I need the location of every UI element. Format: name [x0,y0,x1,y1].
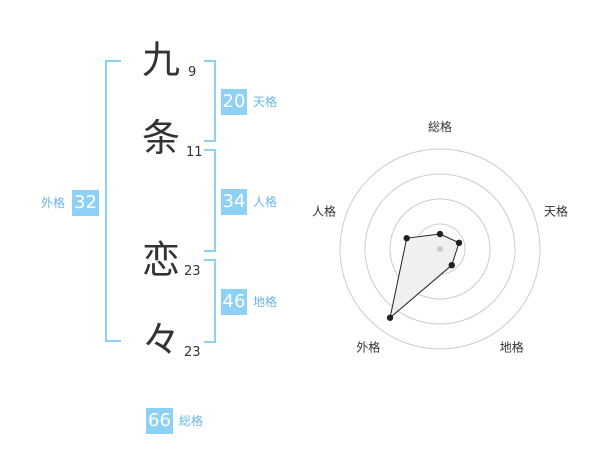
name-char-2: 条 [141,116,180,160]
jinkaku-label: 人格 [253,195,278,209]
radar-points [386,230,463,321]
radar-center [437,246,443,252]
name-char-3: 恋 [141,238,180,282]
name-char-1: 九 [141,38,180,82]
radar-point-4 [403,234,410,242]
radar-axis-label-gaikaku: 外格 [356,340,380,355]
radar-ring [339,148,541,350]
radar-point-0 [436,230,444,238]
soukaku-label: 総格 [179,414,204,428]
radar-area [389,233,460,320]
radar-axis-label-jinkaku: 人格 [312,203,336,218]
chikaku-label: 地格 [253,295,278,309]
tenkaku-bracket [204,60,216,142]
radar-point-1 [455,239,463,247]
jinkaku-badge: 34 [221,189,247,215]
stroke-count-1: 9 [188,65,197,80]
gaikaku-label: 外格 [41,196,66,210]
radar-point-2 [448,261,455,269]
stroke-count-3: 23 [184,264,201,279]
stroke-count-4: 23 [184,345,201,360]
name-char-4: 々 [141,318,180,362]
chikaku-badge: 46 [221,289,247,315]
tenkaku-badge: 20 [221,89,247,115]
jinkaku-bracket [204,149,216,252]
tenkaku-label: 天格 [253,95,278,109]
gaikaku-badge: 32 [72,190,99,216]
radar-axis-label-tenkaku: 天格 [544,203,568,218]
radar-point-3 [386,314,394,321]
stroke-count-2: 11 [186,145,203,160]
fortune-radar-chart: 総格 天格 地格 外格 人格 [312,119,568,355]
soukaku-badge: 66 [146,408,173,434]
radar-axis-label-soukaku: 総格 [428,119,452,134]
radar-ring [389,198,491,300]
radar-ring [364,173,516,325]
radar-axis-label-chikaku: 地格 [500,340,524,355]
chikaku-bracket [204,259,216,343]
gaikaku-bracket [105,60,121,342]
